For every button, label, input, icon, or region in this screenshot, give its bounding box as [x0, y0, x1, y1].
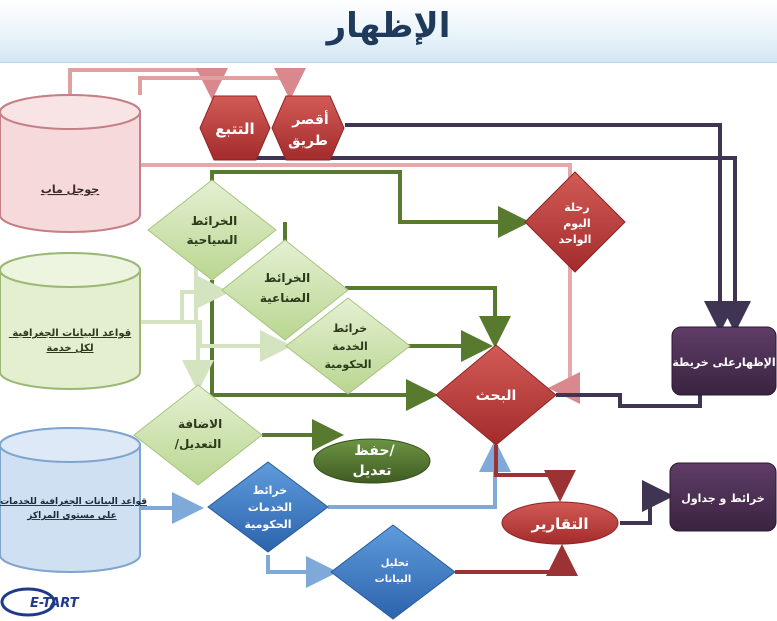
arrow-map-to-trip: [140, 163, 580, 404]
arrow-path-to-display: [345, 123, 736, 333]
arrow-industrial-to-search: [345, 286, 511, 348]
gov-service-maps-label: خرائط الخدمة الحكومية: [324, 322, 371, 371]
node-add-edit[interactable]: الاضافة التعديل/: [133, 384, 263, 486]
map-display-label: الإظهارعلى خريطة: [672, 356, 775, 369]
node-shortest-path[interactable]: أقصر طريق: [271, 95, 345, 161]
connectors: [68, 68, 751, 588]
node-data-analysis[interactable]: تحليل البيانات: [330, 524, 456, 620]
node-search[interactable]: البحث: [435, 344, 557, 446]
node-industrial-maps[interactable]: الخرائط الصناعية: [221, 239, 349, 341]
logo-text: E-TART: [30, 596, 80, 611]
node-save-edit[interactable]: /حفظ تعديل: [313, 438, 431, 484]
google-map-label: جوجل ماب: [41, 183, 99, 196]
arrow-map-to-path: [138, 68, 306, 100]
geo-db-centers-label: قواعد البيانات الجغرافية للخدمات على مست…: [0, 497, 147, 521]
node-map-display[interactable]: الإظهارعلى خريطة: [671, 326, 777, 396]
arrow-tracking-to-display: [255, 156, 751, 333]
etart-logo: E-TART: [0, 587, 80, 617]
title-banner: الإظهار: [0, 0, 777, 63]
tourist-maps-label: الخرائط السياحية: [186, 214, 237, 247]
node-reports[interactable]: التقارير: [501, 501, 619, 545]
geo-db-service-label: قواعد البيانات الجغرافية لكل خدمة: [9, 328, 131, 354]
search-label: البحث: [476, 388, 517, 404]
page-title: الإظهار: [326, 6, 451, 46]
reports-label: التقارير: [531, 515, 589, 533]
add-edit-label: الاضافة التعديل/: [174, 417, 222, 451]
arrow-tourist-to-search: [210, 280, 438, 411]
arrow-reports-to-tables: [620, 480, 674, 525]
arrow-db-to-add: [140, 320, 214, 392]
maps-tables-label: خرائط و جداول: [681, 492, 764, 505]
arrow-govservices-to-analysis: [266, 555, 338, 588]
arrow-db-to-industrial: [140, 276, 230, 324]
node-gov-service-maps[interactable]: خرائط الخدمة الحكومية: [285, 297, 411, 395]
gov-services-maps-label: خرائط الخدمات الحكومية: [244, 484, 292, 531]
tracking-label: التتبع: [215, 120, 254, 138]
node-one-day-trip[interactable]: رحلة اليوم الواحد: [524, 171, 626, 273]
industrial-maps-label: الخرائط الصناعية: [260, 271, 310, 305]
save-edit-label: /حفظ تعديل: [349, 443, 395, 479]
db-geo-service: قواعد البيانات الجغرافية لكل خدمة: [0, 252, 141, 390]
data-analysis-label: تحليل البيانات: [375, 558, 412, 585]
db-google-map: جوجل ماب: [0, 94, 141, 233]
arrow-map-to-tracking: [68, 68, 228, 100]
node-maps-tables[interactable]: خرائط و جداول: [669, 462, 777, 532]
arrow-search-to-display: [556, 393, 702, 408]
arrow-analysis-to-reports: [455, 544, 578, 576]
node-gov-services-maps[interactable]: خرائط الخدمات الحكومية: [207, 461, 329, 553]
db-geo-centers: قواعد البيانات الجغرافية للخدمات على مست…: [0, 427, 147, 573]
arrow-search-to-reports: [494, 445, 576, 502]
shortest-path-label: أقصر طريق: [287, 110, 328, 149]
one-day-trip-label: رحلة اليوم الواحد: [559, 201, 592, 246]
node-tracking[interactable]: التتبع: [199, 95, 271, 161]
arrow-tourist-to-trip: [210, 170, 530, 238]
node-tourist-maps[interactable]: الخرائط السياحية: [147, 179, 277, 281]
